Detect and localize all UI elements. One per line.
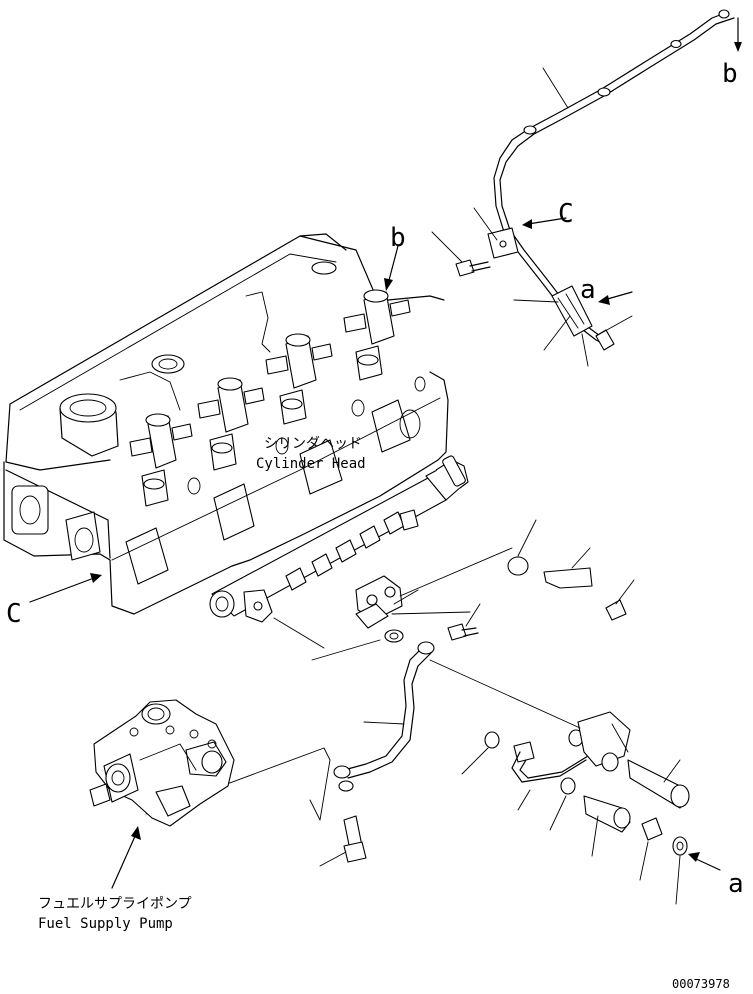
clamp-and-bolts: [355, 519, 635, 643]
injector-1: [129, 413, 193, 507]
high-pressure-pipe: [145, 617, 721, 905]
ref-a-top: a: [580, 275, 596, 305]
ref-b-top: b: [722, 59, 738, 89]
common-rail: [209, 455, 469, 623]
injector-2: [197, 377, 265, 471]
fuel-pump-en-label: Fuel Supply Pump: [38, 916, 173, 932]
reference-c-left-arrow: [29, 573, 102, 603]
injector-4: [343, 289, 411, 381]
injector-reference-arrow: [384, 245, 399, 291]
drawing-number: 00073978: [672, 977, 730, 991]
ref-c-right: C: [558, 199, 574, 229]
ref-c-left: C: [6, 599, 22, 629]
cylinder-head: [3, 233, 449, 615]
ref-b-mid: b: [390, 223, 406, 253]
fuel-supply-pump: [89, 699, 235, 889]
cylinder-head-jp-label: シリンダヘッド: [264, 436, 362, 452]
injector-3: [265, 333, 333, 425]
ref-a-bottom: a: [728, 869, 744, 899]
fuel-pump-jp-label: フュエルサプライポンプ: [38, 896, 192, 912]
return-pipe-assembly: [431, 9, 742, 367]
cylinder-head-en-label: Cylinder Head: [256, 456, 366, 472]
